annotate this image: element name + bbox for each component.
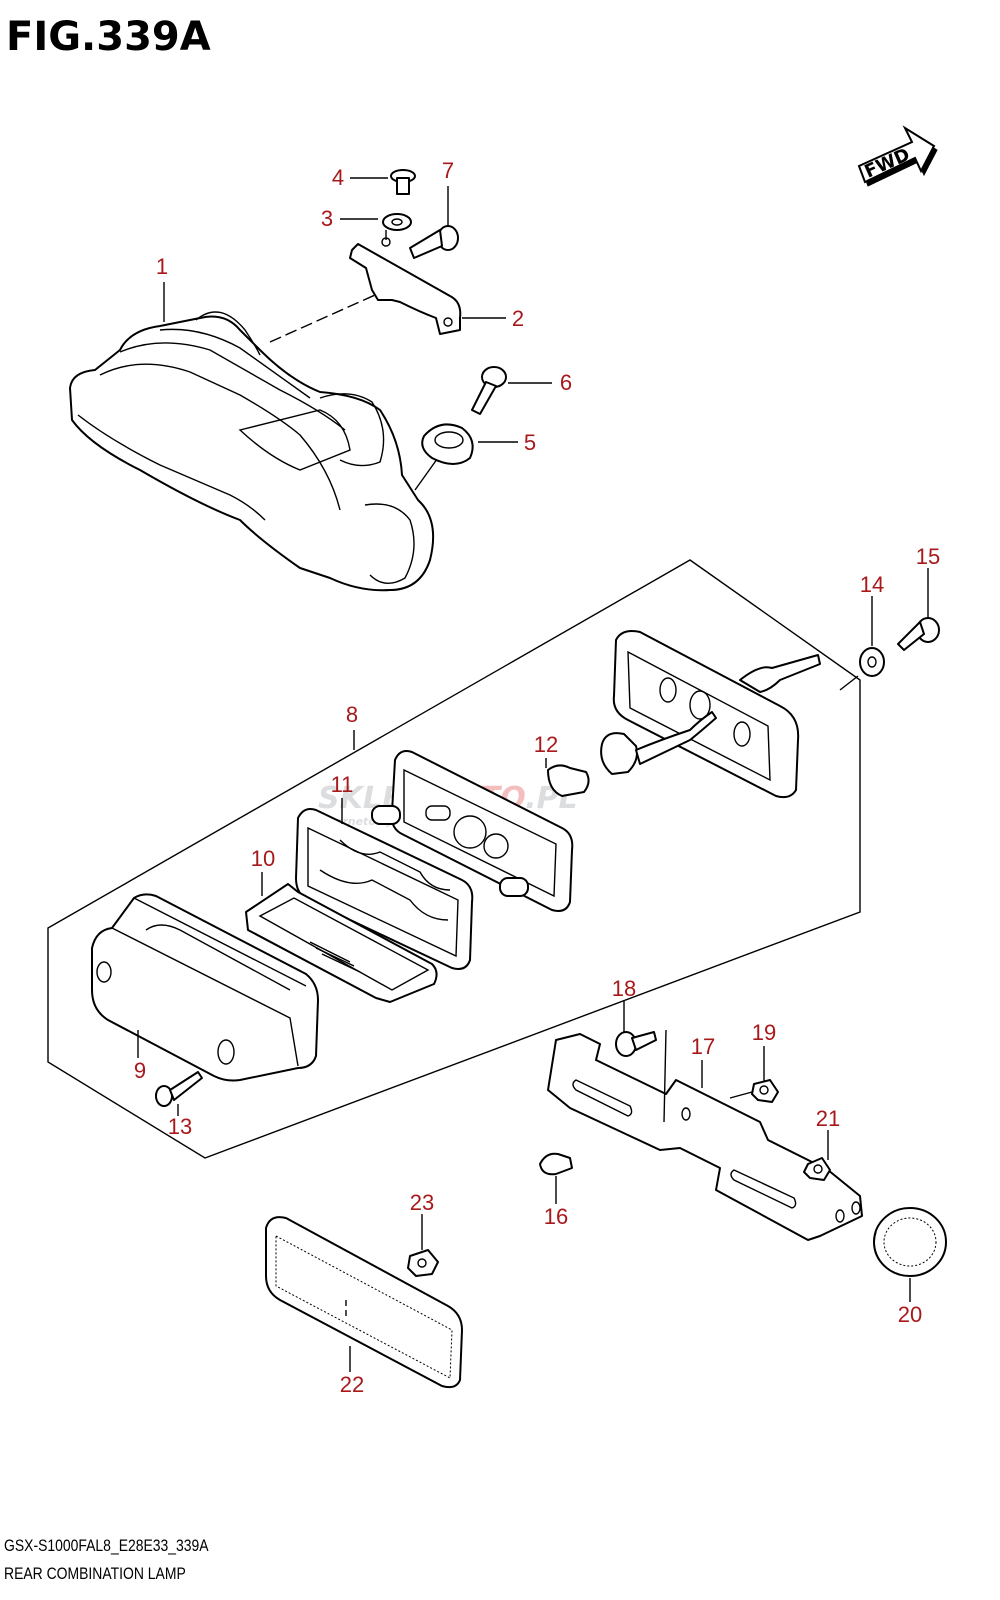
callout-5: 5 xyxy=(524,430,536,455)
callout-6: 6 xyxy=(560,370,572,395)
part-23-nut xyxy=(407,1249,439,1277)
part-14-washer xyxy=(859,647,885,677)
callout-3: 3 xyxy=(321,206,333,231)
callout-23: 23 xyxy=(410,1190,434,1215)
callout-7: 7 xyxy=(442,158,454,183)
part-6-screw xyxy=(471,366,507,415)
part-3-washer xyxy=(382,213,412,231)
callout-2: 2 xyxy=(512,306,524,331)
part-12-bulb xyxy=(547,711,717,797)
part-11-socket-frame xyxy=(371,750,574,912)
callout-20: 20 xyxy=(898,1302,922,1327)
callout-16: 16 xyxy=(544,1204,568,1229)
part-5-grommet xyxy=(421,423,474,465)
callouts: 1 2 3 4 5 6 7 8 9 10 11 12 13 14 15 16 1… xyxy=(134,158,940,1397)
part-17-bracket xyxy=(547,1033,863,1241)
callout-1: 1 xyxy=(156,254,168,279)
callout-13: 13 xyxy=(168,1114,192,1139)
part-2-bracket xyxy=(349,237,462,335)
figure-title: FIG.339A xyxy=(6,14,211,60)
part-9-lens xyxy=(91,893,319,1082)
leader-lines xyxy=(137,177,929,1372)
callout-18: 18 xyxy=(612,976,636,1001)
part-15-screw xyxy=(897,617,940,651)
part-13-screw xyxy=(155,1071,203,1107)
part-1-tail-lamp xyxy=(69,311,435,592)
part-19-nut xyxy=(751,1079,779,1103)
part-8-lamp-base xyxy=(612,630,821,799)
callout-14: 14 xyxy=(860,572,884,597)
callout-9: 9 xyxy=(134,1058,146,1083)
figure-name: REAR COMBINATION LAMP xyxy=(4,1564,186,1583)
callout-21: 21 xyxy=(816,1106,840,1131)
callout-22: 22 xyxy=(340,1372,364,1397)
callout-12: 12 xyxy=(534,732,558,757)
callout-8: 8 xyxy=(346,702,358,727)
part-4-bolt xyxy=(390,169,416,195)
part-21-nut xyxy=(803,1157,831,1181)
part-7-screw xyxy=(409,225,459,259)
part-22-rect-reflector xyxy=(265,1216,463,1389)
callout-15: 15 xyxy=(916,544,940,569)
part-10-reflector xyxy=(245,883,438,1003)
callout-4: 4 xyxy=(332,165,344,190)
part-16-plug xyxy=(539,1152,573,1176)
part-18-screw xyxy=(615,1031,657,1057)
part-20-round-reflector xyxy=(873,1207,947,1277)
fwd-arrow-icon: FWD xyxy=(857,125,938,187)
model-code: GSX-S1000FAL8_E28E33_339A xyxy=(4,1536,209,1555)
callout-17: 17 xyxy=(691,1034,715,1059)
callout-10: 10 xyxy=(251,846,275,871)
callout-11: 11 xyxy=(331,772,354,797)
callout-19: 19 xyxy=(752,1020,776,1045)
